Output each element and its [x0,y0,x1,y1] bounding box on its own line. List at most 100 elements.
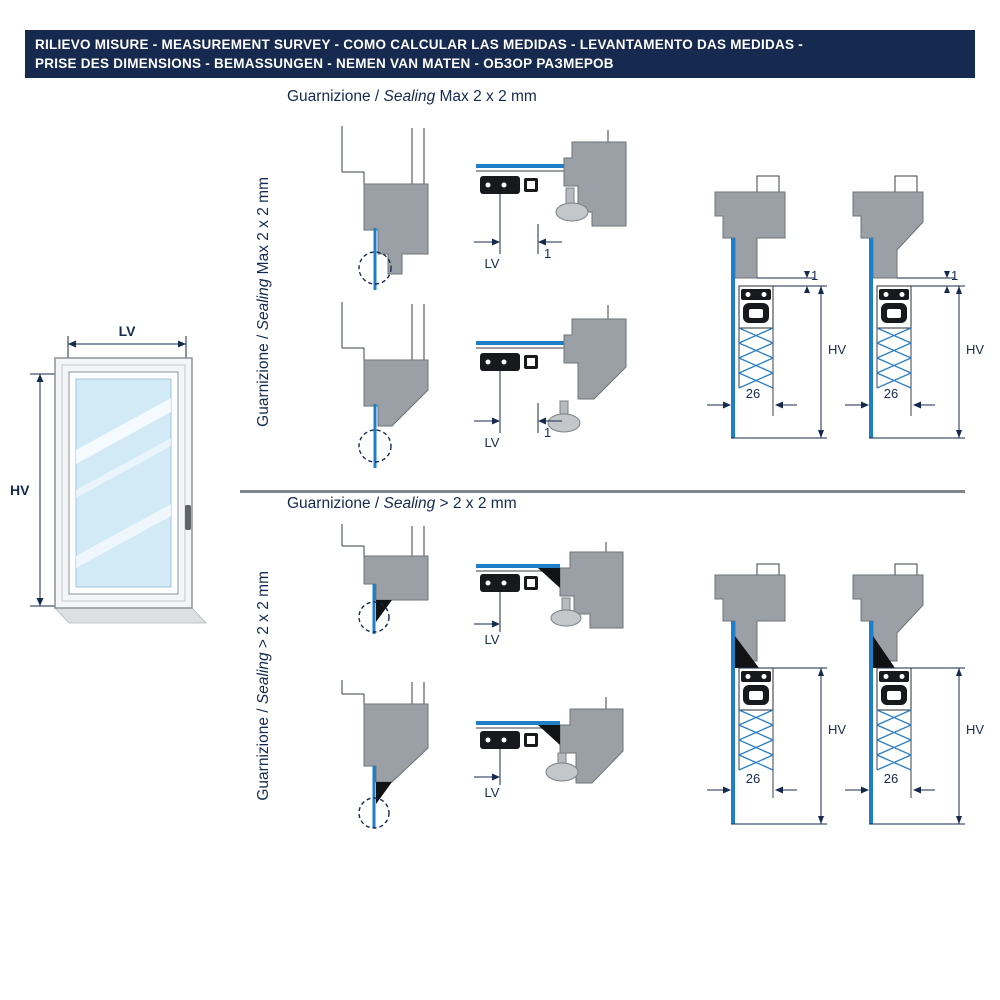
arrow-right-icon [178,340,186,348]
lv-dimension-line [67,336,187,358]
section-title-max-prefix: Guarnizione / [287,88,384,105]
wall-outline [756,175,780,192]
section-title-gt: Guarnizione / Sealing > 2 x 2 mm [287,495,517,513]
cassette-bar [879,289,909,300]
diagram-head-section-gt-a: LV [474,542,624,647]
frame-profile-shape [714,574,786,662]
arrow-down-icon [818,430,824,438]
frame-profile-shape [363,359,429,427]
sealing-wedge-shape [376,782,392,804]
dim-label-one: 1 [811,268,818,283]
section-title-gt-suffix: > 2 x 2 mm [435,495,517,512]
cassette-screw [745,674,751,679]
bracket-screw [485,182,491,188]
bracket-part [480,731,520,749]
handle-stem [561,597,571,611]
section-divider [240,490,965,493]
window-frame-rebate [61,364,186,602]
cassette-screw [761,674,767,679]
arrow-left-icon [913,786,921,794]
side-label-gt-text: Guarnizione / Sealing > 2 x 2 mm [255,571,273,801]
handle-stem [559,400,569,416]
frame-profile-shape [714,191,786,279]
side-label-max: Guarnizione / Sealing Max 2 x 2 mm [246,128,282,476]
cassette-screw [761,292,767,297]
bracket-part [480,574,520,592]
dim-label-26: 26 [884,771,898,786]
arrow-up-icon [818,668,824,676]
pleated-mesh-pattern [876,327,912,389]
arrow-right-icon [492,417,500,425]
dimension-lines [474,749,501,785]
bracket-screw [485,359,491,365]
diagram-side-section-gt-b: 26 HV [845,563,984,825]
dim-label-hv: HV [828,722,846,737]
glass-reflection [76,504,171,568]
arrow-left-icon [775,401,783,409]
bracket-screw [485,580,491,586]
dim-label-one: 1 [544,246,551,261]
arrow-left-icon [775,786,783,794]
detail-highlight-circle [358,797,390,829]
arrow-right-icon [723,786,731,794]
dimension-lines [869,277,965,439]
bracket-screw [501,359,507,365]
dimension-lines [845,667,965,825]
arrow-down-icon [956,816,962,824]
header-banner: RILIEVO MISURE - MEASUREMENT SURVEY - CO… [25,30,975,78]
dim-label-one: 1 [951,268,958,283]
side-label-gt-prefix: Guarnizione / [255,704,272,801]
diagram-side-section-gt-a: 26 HV [707,563,846,825]
arrow-left-icon [913,401,921,409]
frame-profile-shape [559,551,624,629]
cassette-screw [899,674,905,679]
arrow-right-icon [492,773,500,781]
detail-highlight-circle [358,429,392,463]
arrow-left-icon [538,238,546,246]
side-label-gt-suffix: > 2 x 2 mm [255,571,272,653]
header-line-2: PRISE DES DIMENSIONS - BEMASSUNGEN - NEM… [35,56,614,71]
frame-profile-shape [852,191,924,279]
handle-knob [545,762,579,782]
bracket-screw [501,737,507,743]
frame-profile-shape [563,318,627,400]
glass-reflection [76,398,171,464]
handle-knob [550,609,582,627]
sealing-wedge-shape [735,636,759,668]
sealing-wedge-shape [376,600,392,622]
diagram-jamb-section-gt-a [341,524,429,634]
cassette-screw [883,292,889,297]
cassette-screw [745,292,751,297]
section-title-gt-prefix: Guarnizione / [287,495,384,512]
section-title-max: Guarnizione / Sealing Max 2 x 2 mm [287,88,537,106]
bracket-part [480,353,520,371]
window-height-label: HV [10,482,30,498]
glass-line [476,305,609,349]
arrow-down-icon [36,598,44,606]
side-label-max-prefix: Guarnizione / [255,330,272,427]
side-label-max-suffix: Max 2 x 2 mm [255,177,272,279]
cassette-bar [879,671,909,682]
sealing-wedge-shape [538,725,560,745]
diagram-jamb-section-gt-b [341,680,429,829]
side-label-gt: Guarnizione / Sealing > 2 x 2 mm [246,512,282,860]
dim-label-hv: HV [828,342,846,357]
arrow-up-icon [36,374,44,382]
dim-label-lv: LV [485,632,500,647]
diagram-head-section-max-a: LV 1 [474,130,627,271]
sealing-wedge-shape [873,636,895,668]
detail-highlight-circle [358,251,392,285]
wall-outline [341,524,425,556]
section-title-gt-italic: Sealing [383,495,436,512]
dim-label-26: 26 [746,386,760,401]
dim-label-lv: LV [485,785,500,800]
window-base-shadow [54,607,207,624]
side-label-max-text: Guarnizione / Sealing Max 2 x 2 mm [255,177,273,427]
diagram-jamb-section-max-a [341,126,429,290]
frame-profile-shape [852,574,924,662]
window-width-label: LV [119,323,137,339]
detail-highlight-circle [358,601,390,633]
dimension-lines [474,194,562,254]
arrow-up-icon [818,286,824,294]
pleated-mesh-pattern [738,709,774,771]
